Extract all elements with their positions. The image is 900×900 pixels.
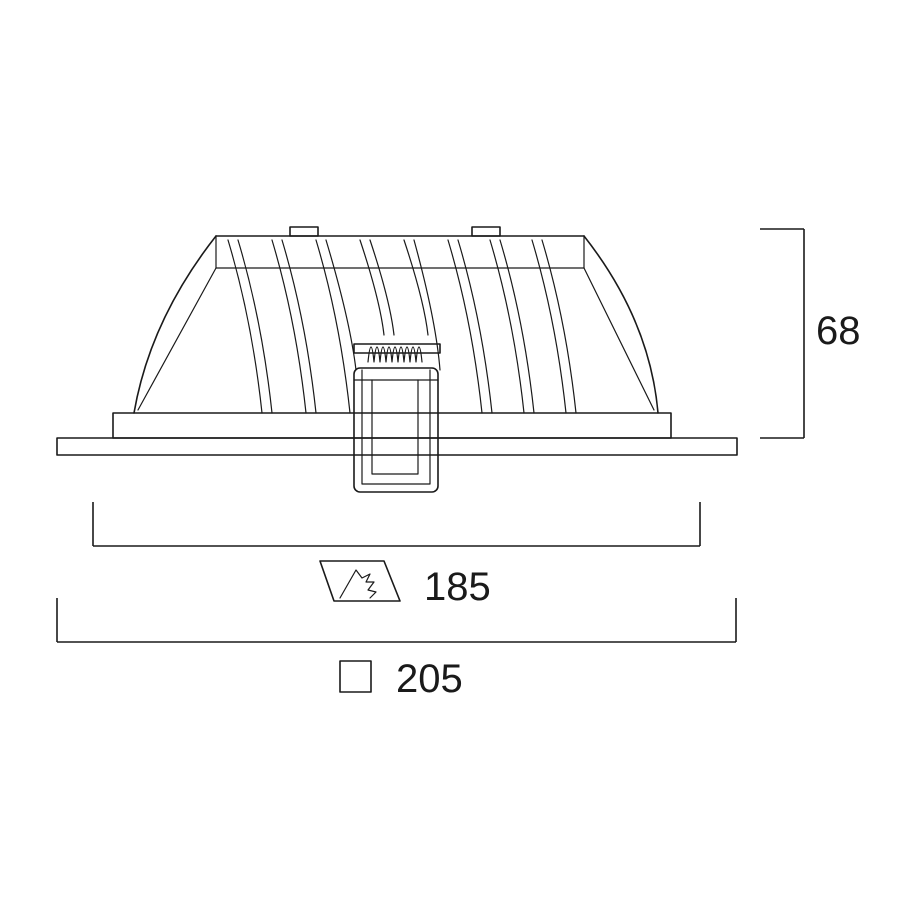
torsion-spring — [367, 346, 423, 363]
cutout-icon — [319, 560, 401, 602]
height-dimension-label: 68 — [816, 309, 861, 353]
cutout-dimension — [92, 502, 701, 547]
flange-plate — [56, 437, 738, 456]
height-dimension — [760, 228, 805, 439]
top-nub-right — [471, 226, 501, 237]
housing-left-curve — [133, 235, 217, 414]
base-step — [112, 412, 672, 439]
cooling-fins — [227, 239, 577, 414]
cutout-dimension-label: 185 — [424, 565, 491, 609]
spring-clip — [353, 343, 441, 493]
square-icon — [339, 660, 372, 693]
housing-right-curve — [583, 235, 659, 414]
overall-dimension-label: 205 — [396, 657, 463, 701]
overall-dimension — [56, 598, 737, 643]
luminaire-side-view — [56, 226, 738, 493]
clip-body — [353, 367, 439, 493]
top-nub-left — [289, 226, 319, 237]
